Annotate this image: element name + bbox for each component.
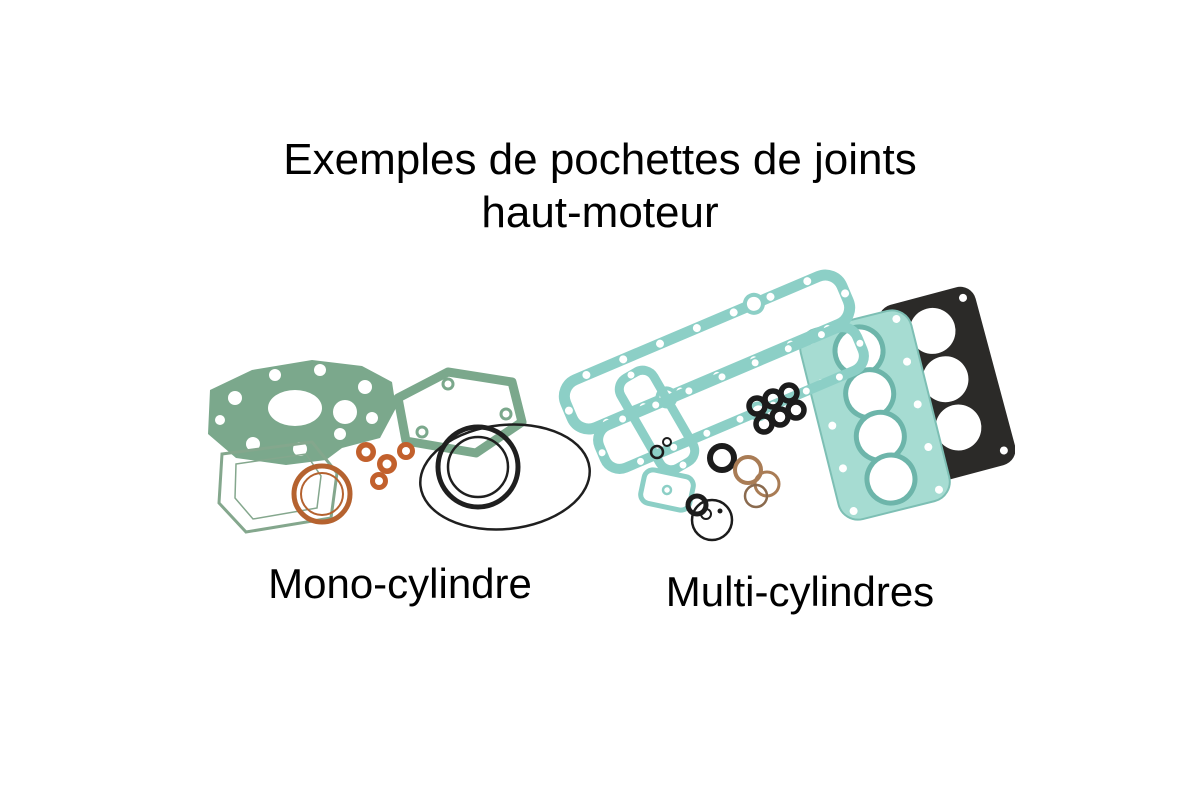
page-title-line-1: Exemples de pochettes de joints: [283, 135, 917, 184]
caption-mono-cylindre: Mono-cylindre: [268, 560, 532, 607]
multi-cylinder-gasket-kit-drawing: [558, 269, 1016, 542]
page-title: Exemples de pochettes de joints haut-mot…: [0, 134, 1200, 240]
multi-cylinder-gasket-kit-image: [545, 248, 1016, 548]
page-title-line-2: haut-moteur: [481, 187, 719, 237]
mono-cylinder-gasket-kit-image: [190, 352, 600, 557]
caption-multi-cylindres: Multi-cylindres: [665, 568, 935, 615]
mono-cylinder-gasket-kit-drawing: [208, 360, 591, 534]
